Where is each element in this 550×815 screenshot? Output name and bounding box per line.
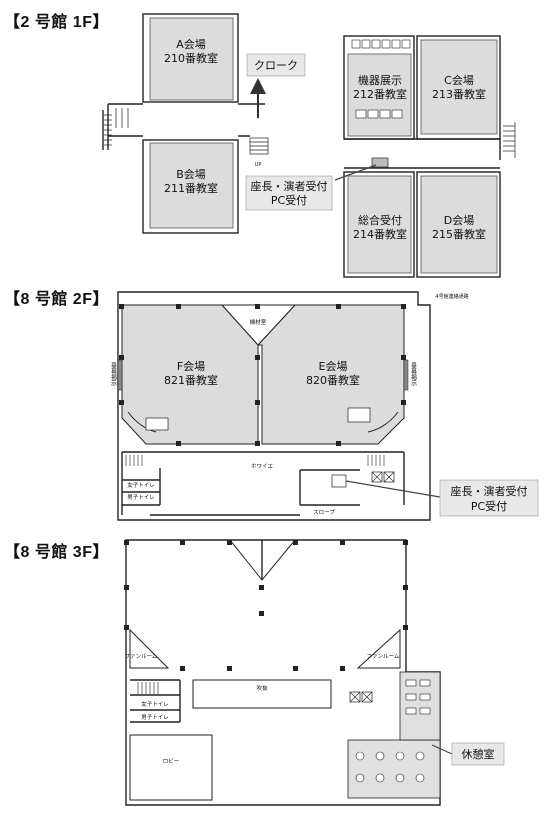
atrium-label: 吹抜 <box>256 684 268 692</box>
exhibit-room: 212番教室 <box>353 87 407 101</box>
reception-1f-line2: PC受付 <box>271 194 307 207</box>
up-label: UP <box>255 162 262 168</box>
slope-label: スロープ <box>313 509 335 516</box>
mens-toilet-2f: 男子トイレ <box>127 494 155 501</box>
map-8-3f <box>124 539 453 806</box>
board-left-label: 垂幕掲示 <box>110 362 117 386</box>
rest-room-box <box>451 742 505 766</box>
hall-d-name: D会場 <box>444 214 474 227</box>
reception-1f-line1: 座長・演者受付 <box>251 179 328 193</box>
cloak-label: クローク <box>254 59 298 72</box>
reception-2f-line2: PC受付 <box>471 500 507 513</box>
general-reception-name: 総合受付 <box>358 213 402 227</box>
rest-room-label: 休憩室 <box>462 747 495 761</box>
board-right-label: 垂幕掲示 <box>410 362 417 386</box>
map-8-2f <box>117 291 441 521</box>
fan-room-left: ファンルーム <box>125 653 158 660</box>
hall-a-room: 210番教室 <box>164 51 218 65</box>
lobby-label: ロビー <box>163 757 180 765</box>
hall-b-name: B会場 <box>176 168 206 181</box>
map-2-1f <box>102 13 516 278</box>
exhibit-name: 機器展示 <box>358 73 402 87</box>
floor-8-3f-heading: 【8 号館 3F】 <box>4 544 109 561</box>
foyer-label: ホワイエ <box>251 463 273 470</box>
hall-e-name: E会場 <box>319 360 348 373</box>
store-room-label: 機材室 <box>250 318 267 326</box>
cloak-tag-box <box>246 53 306 77</box>
fan-room-right: ファンルーム <box>367 653 400 660</box>
hall-f-name: F会場 <box>177 360 205 373</box>
hall-a-name: A会場 <box>176 38 206 51</box>
mens-toilet-3f: 男子トイレ <box>141 714 169 721</box>
floor-2-1f-heading: 【2 号館 1F】 <box>4 14 109 31</box>
hall-f-room: 821番教室 <box>164 373 218 387</box>
hall-b-room: 211番教室 <box>164 181 218 195</box>
hall-e-room: 820番教室 <box>306 373 360 387</box>
general-reception-room: 214番教室 <box>353 227 407 241</box>
reception-1f-box <box>245 175 333 211</box>
reception-2f-box <box>439 479 539 517</box>
road-label: 4号館連絡通路 <box>435 293 468 300</box>
womens-toilet-3f: 女子トイレ <box>141 700 169 708</box>
hall-d-room: 215番教室 <box>432 227 486 241</box>
reception-2f-line1: 座長・演者受付 <box>451 484 528 498</box>
hall-c-room: 213番教室 <box>432 87 486 101</box>
womens-toilet-2f: 女子トイレ <box>127 481 155 489</box>
hall-c-name: C会場 <box>444 74 474 87</box>
floor-8-2f-heading: 【8 号館 2F】 <box>4 291 109 308</box>
